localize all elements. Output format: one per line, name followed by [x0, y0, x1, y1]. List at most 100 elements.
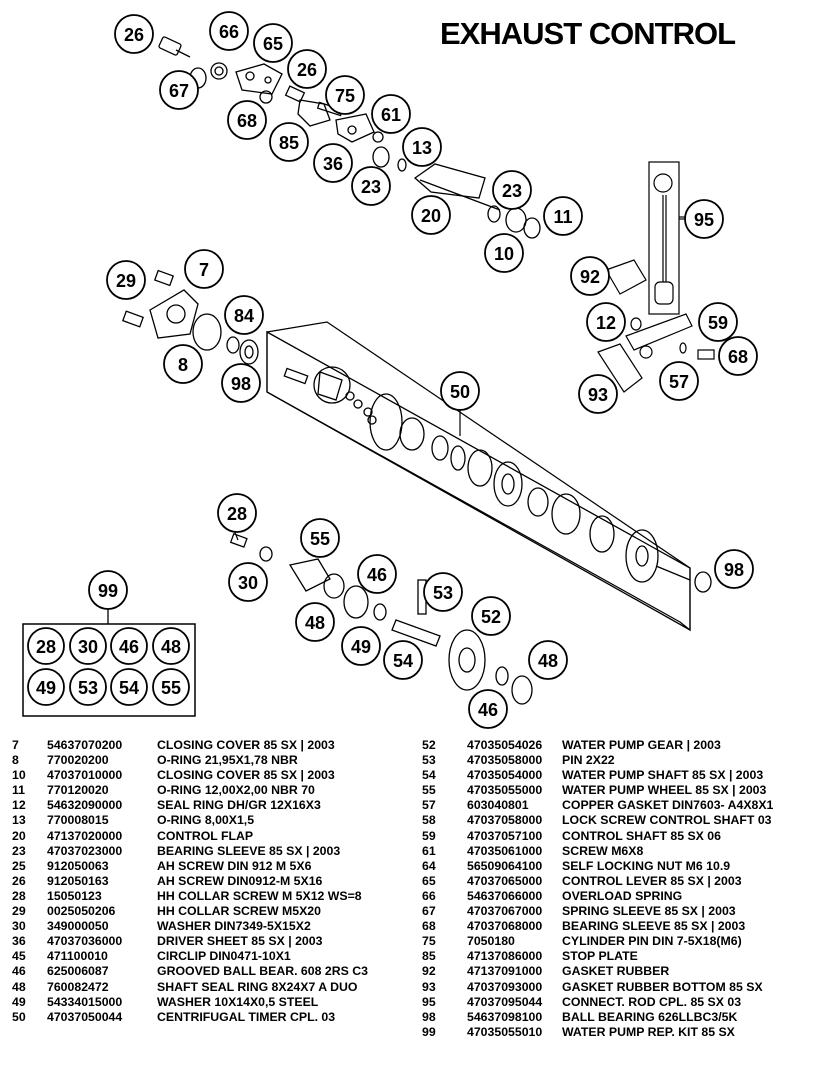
- callout-65: 65: [253, 23, 293, 63]
- callout-label: 67: [169, 81, 189, 101]
- callout-circle: [27, 627, 65, 665]
- centrifugal-timer-group: [266, 321, 712, 632]
- part-description: CLOSING COVER 85 SX | 2003: [157, 768, 335, 783]
- callout-label: 13: [412, 138, 432, 158]
- callout-circle: [371, 94, 411, 134]
- part-code: 912050063: [47, 858, 109, 873]
- part-code: 760082472: [47, 979, 109, 994]
- callout-circle: [227, 100, 267, 140]
- part-code: 7050180: [467, 934, 515, 949]
- callout-circle: [152, 627, 190, 665]
- part-code: 47137091000: [467, 964, 543, 979]
- part-description: CENTRIFUGAL TIMER CPL. 03: [157, 1009, 336, 1024]
- part-description: DRIVER SHEET 85 SX | 2003: [157, 934, 323, 949]
- part-number: 46: [12, 964, 26, 979]
- callout-46: 46: [357, 554, 397, 594]
- kit-callout-48: 48: [152, 627, 190, 665]
- callout-circle: [69, 627, 107, 665]
- callout-label: 30: [78, 637, 98, 657]
- callout-label: 85: [279, 133, 299, 153]
- callout-label: 28: [36, 637, 56, 657]
- callout-circle: [152, 668, 190, 706]
- callout-circle: [383, 640, 423, 680]
- callout-20: 20: [411, 195, 451, 235]
- callout-68: 68: [718, 336, 758, 376]
- part-description: WASHER DIN7349-5X15X2: [157, 919, 311, 934]
- part-code: 56509064100: [467, 858, 543, 873]
- part-description: PIN 2X22: [562, 753, 615, 768]
- callout-67: 67: [159, 70, 199, 110]
- callout-label: 49: [351, 637, 371, 657]
- callout-circle: [578, 374, 618, 414]
- callout-circle: [217, 493, 257, 533]
- part-number: 58: [422, 813, 436, 828]
- control-shaft-assembly: [158, 36, 541, 239]
- callout-23: 23: [351, 166, 391, 206]
- exploded-parts-diagram: 2666656726756861851336232320111095297928…: [22, 11, 758, 729]
- callout-55: 55: [300, 518, 340, 558]
- callout-label: 53: [433, 583, 453, 603]
- callout-circle: [69, 668, 107, 706]
- callout-circle: [221, 363, 261, 403]
- part-code: 47035055010: [467, 1024, 543, 1039]
- callout-label: 52: [481, 607, 501, 627]
- callout-12: 12: [586, 302, 626, 342]
- part-description: LOCK SCREW CONTROL SHAFT 03: [562, 813, 772, 828]
- part-code: 770020200: [47, 753, 109, 768]
- part-number: 12: [12, 798, 26, 813]
- kit-callout-30: 30: [69, 627, 107, 665]
- callout-68: 68: [227, 100, 267, 140]
- part-number: 99: [422, 1024, 436, 1039]
- callout-circle: [659, 361, 699, 401]
- part-number: 98: [422, 1009, 436, 1024]
- callout-48: 48: [528, 640, 568, 680]
- part-description: WATER PUMP REP. KIT 85 SX: [562, 1024, 735, 1039]
- callout-label: 20: [421, 206, 441, 226]
- page-title: EXHAUST CONTROL: [440, 16, 736, 51]
- callout-circle: [110, 668, 148, 706]
- part-number: 45: [12, 949, 26, 964]
- callout-label: 48: [538, 651, 558, 671]
- callout-circle: [423, 572, 463, 612]
- part-number: 10: [12, 768, 26, 783]
- callout-label: 30: [238, 573, 258, 593]
- callout-label: 93: [588, 385, 608, 405]
- callout-7: 7: [184, 249, 224, 289]
- callout-label: 99: [98, 581, 118, 601]
- part-description: WATER PUMP GEAR | 2003: [562, 738, 721, 752]
- callout-28: 28: [217, 493, 257, 533]
- callout-circle: [684, 199, 724, 239]
- water-pump-group: [229, 533, 533, 705]
- part-description: BALL BEARING 626LLBC3/5K: [562, 1009, 738, 1024]
- callout-circle: [471, 596, 511, 636]
- part-description: O-RING 21,95X1,78 NBR: [157, 753, 298, 768]
- part-number: 53: [422, 753, 436, 768]
- part-description: BEARING SLEEVE 85 SX | 2003: [157, 843, 341, 858]
- part-number: 54: [422, 768, 436, 783]
- part-description: WASHER 10X14X0,5 STEEL: [157, 994, 319, 1009]
- part-description: O-RING 8,00X1,5: [157, 813, 255, 828]
- part-code: 54637098100: [467, 1009, 543, 1024]
- callout-circle: [492, 170, 532, 210]
- callout-label: 10: [494, 244, 514, 264]
- callout-label: 68: [237, 111, 257, 131]
- callout-circle: [586, 302, 626, 342]
- part-code: 15050123: [47, 888, 102, 903]
- callout-label: 48: [161, 637, 181, 657]
- part-description: GASKET RUBBER BOTTOM 85 SX: [562, 979, 763, 994]
- callout-circle: [341, 626, 381, 666]
- part-code: 47037065000: [467, 873, 543, 888]
- callout-label: 65: [263, 34, 283, 54]
- part-number: 28: [12, 888, 26, 903]
- part-description: SHAFT SEAL RING 8X24X7 A DUO: [157, 979, 358, 994]
- callout-circle: [570, 256, 610, 296]
- part-number: 75: [422, 934, 436, 949]
- callout-circle: [528, 640, 568, 680]
- part-description: SCREW M6X8: [562, 843, 644, 858]
- part-code: 770120020: [47, 783, 109, 798]
- part-number: 23: [12, 843, 26, 858]
- callout-label: 26: [297, 60, 317, 80]
- callout-93: 93: [578, 374, 618, 414]
- callout-circle: [440, 371, 480, 411]
- part-description: HH COLLAR SCREW M5X20: [157, 904, 321, 919]
